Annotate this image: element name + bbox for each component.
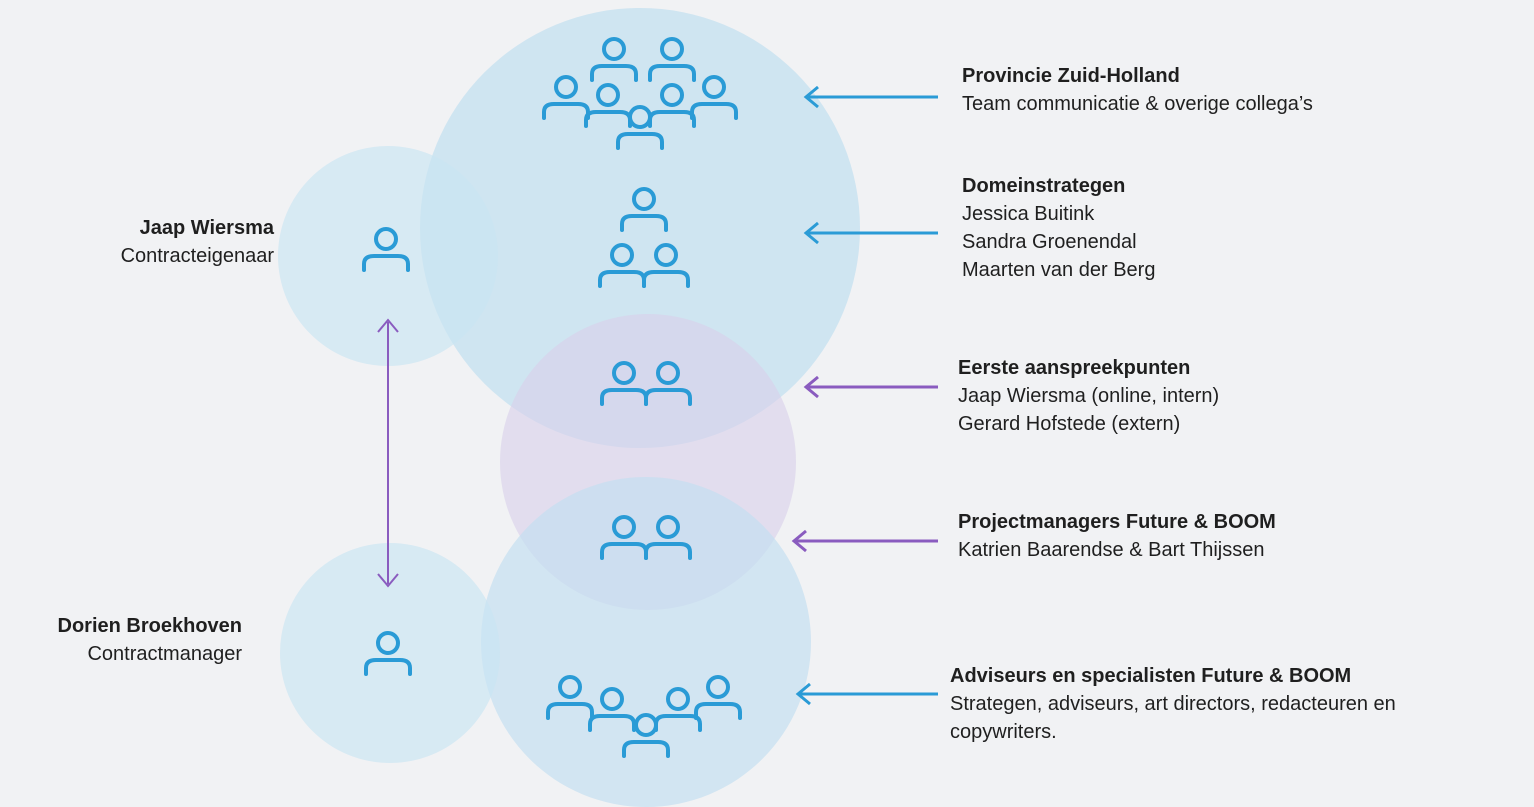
- arrow-left-icon-aanspreekpunten: [803, 375, 938, 399]
- aanspreekpunten-title: Eerste aanspreekpunten: [958, 357, 1191, 379]
- provincie-line: Team communicatie & overige collega’s: [962, 93, 1313, 115]
- arrow-left-icon-adviseurs: [795, 682, 938, 706]
- domeinstrategen-label: Domeinstrategen Jessica Buitink Sandra G…: [962, 172, 1155, 284]
- adviseurs-line: Strategen, adviseurs, art directors, red…: [950, 693, 1396, 715]
- circle-adviseurs: [481, 477, 811, 807]
- circle-provincie: [420, 8, 860, 448]
- domeinstrategen-member: Sandra Groenendal: [962, 231, 1137, 253]
- contractmanager-role: Contractmanager: [87, 643, 242, 665]
- contracteigenaar-name: Jaap Wiersma: [139, 217, 274, 239]
- adviseurs-title: Adviseurs en specialisten Future & BOOM: [950, 665, 1352, 687]
- aanspreekpunten-label: Eerste aanspreekpunten Jaap Wiersma (onl…: [958, 354, 1219, 438]
- aanspreekpunten-member: Gerard Hofstede (extern): [958, 413, 1181, 435]
- projectmanagers-label: Projectmanagers Future & BOOM Katrien Ba…: [958, 508, 1276, 564]
- provincie-label: Provincie Zuid-Holland Team communicatie…: [962, 62, 1313, 118]
- contracteigenaar-role: Contracteigenaar: [120, 245, 274, 267]
- domeinstrategen-title: Domeinstrategen: [962, 175, 1126, 197]
- contractmanager-label: Dorien Broekhoven Contractmanager: [58, 612, 242, 668]
- provincie-title: Provincie Zuid-Holland: [962, 65, 1180, 87]
- contractmanager-name: Dorien Broekhoven: [57, 615, 242, 637]
- arrow-left-icon-projectmanagers: [791, 529, 938, 553]
- contracteigenaar-label: Jaap Wiersma Contracteigenaar: [121, 214, 274, 270]
- arrow-left-icon-domeinstrategen: [803, 221, 938, 245]
- double-arrow-icon: [377, 318, 399, 588]
- aanspreekpunten-member: Jaap Wiersma (online, intern): [958, 385, 1220, 407]
- domeinstrategen-member: Maarten van der Berg: [962, 259, 1156, 281]
- adviseurs-label: Adviseurs en specialisten Future & BOOM …: [950, 662, 1396, 746]
- arrow-left-icon-provincie: [803, 85, 938, 109]
- adviseurs-line: copywriters.: [950, 721, 1057, 743]
- projectmanagers-line: Katrien Baarendse & Bart Thijssen: [958, 539, 1265, 561]
- domeinstrategen-member: Jessica Buitink: [962, 203, 1095, 225]
- projectmanagers-title: Projectmanagers Future & BOOM: [958, 511, 1276, 533]
